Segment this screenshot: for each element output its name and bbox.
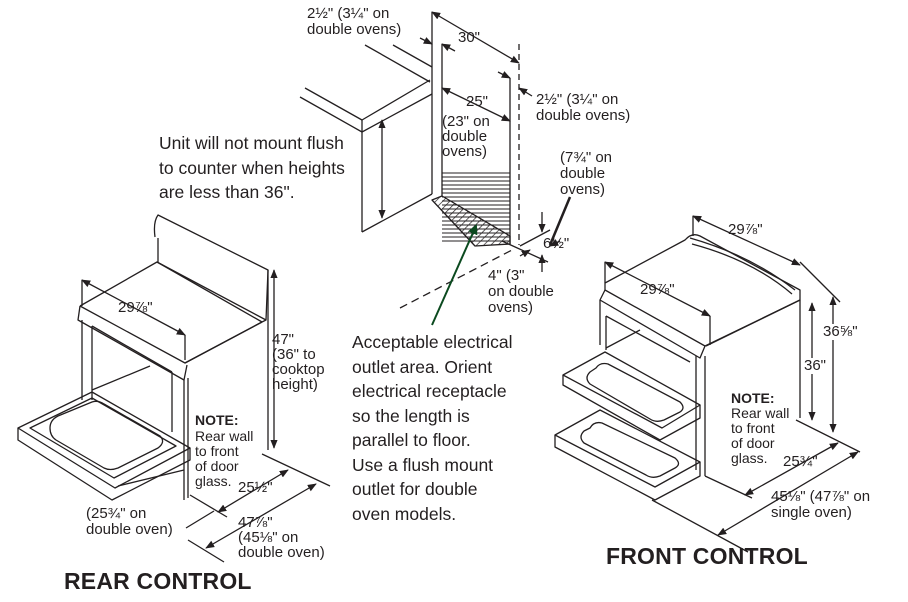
rear-control-title: REAR CONTROL — [64, 568, 252, 594]
front-height-total-label: 36⅝" — [823, 323, 858, 340]
label-width-30: 30" — [458, 29, 481, 46]
label-outlet-height-alt: (7¾" on double ovens) — [560, 149, 613, 198]
rear-control-range — [17, 214, 331, 563]
front-note-body: Rear wall to front of door glass. — [731, 405, 790, 466]
rear-width-label: 29⅞" — [118, 299, 153, 316]
dim-30 — [431, 11, 520, 64]
label-left-clearance: 2½" (3¼" on double ovens) — [307, 5, 402, 38]
rear-note-heading: NOTE: — [195, 412, 239, 428]
dim-25 — [441, 87, 511, 122]
front-height-cooktop-label: 36" — [804, 357, 827, 374]
outlet-area-note: Acceptable electrical outlet area. Orien… — [352, 332, 513, 524]
label-width-25-alt: (23" on double ovens) — [442, 113, 490, 160]
rear-depth-open-label: 47⅞" (45⅛" on double oven) — [238, 514, 325, 561]
front-note-heading: NOTE: — [731, 390, 775, 406]
rear-height-label: 47" (36" to cooktop height) — [272, 331, 325, 393]
counter-height-note: Unit will not mount flush to counter whe… — [159, 133, 345, 202]
front-depth-open-label: 45⅛" (47⅞" on single oven) — [771, 488, 871, 521]
rear-depth-closed-label: 25½" — [238, 479, 273, 496]
label-right-clearance: 2½" (3¼" on double ovens) — [536, 91, 631, 124]
front-width-front-label: 29⅞" — [640, 281, 675, 298]
front-depth-closed-label: 25¾" — [783, 453, 818, 470]
front-control-title: FRONT CONTROL — [606, 543, 808, 569]
label-outlet-depth: 4" (3" on double ovens) — [488, 267, 554, 316]
label-outlet-height: 6½" — [543, 235, 570, 252]
front-width-back-label: 29⅞" — [728, 221, 763, 238]
outlet-pointer-arrow — [431, 224, 478, 326]
rear-depth-closed-alt-label: (25¾" on double oven) — [86, 505, 173, 538]
rear-note-body: Rear wall to front of door glass. — [195, 428, 254, 489]
label-width-25: 25" — [466, 93, 489, 110]
front-control-range — [554, 215, 861, 553]
